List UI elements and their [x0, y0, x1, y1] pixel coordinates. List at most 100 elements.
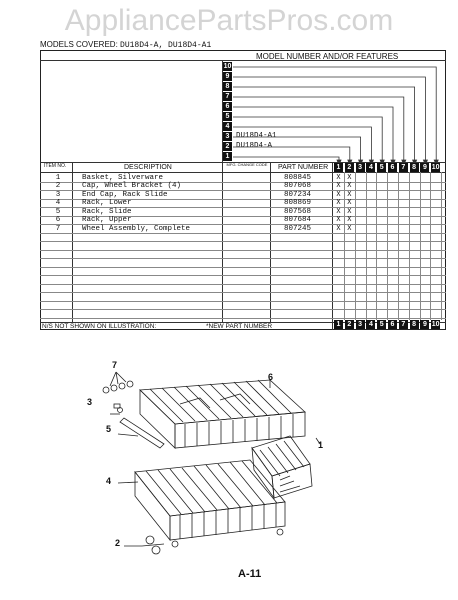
row-model-2-mark: X: [347, 182, 352, 190]
model-col-footer-6: 6: [388, 320, 397, 329]
row-description: Rack, Slide: [82, 207, 132, 216]
table-row-line: [40, 181, 446, 183]
footer-line: [40, 322, 446, 323]
model-col-header-5: 5: [377, 163, 387, 172]
row-part-number: 807684: [284, 216, 312, 224]
table-row-line: [40, 198, 446, 200]
ladder-connector-line: [233, 76, 426, 164]
models-covered-label: MODELS COVERED:: [40, 40, 118, 49]
row-model-2-mark: X: [347, 207, 352, 216]
table-row-line: [40, 317, 446, 319]
model-col-divider: [398, 172, 399, 320]
model-col-divider: [408, 172, 410, 320]
new-part-note: *NEW PART NUMBER: [206, 323, 273, 330]
table-row-line: [40, 241, 446, 242]
col-part-header: PART NUMBER: [278, 164, 329, 171]
model-col-divider: [430, 172, 432, 320]
model-col-divider: [344, 172, 345, 320]
ns-note: N/S NOT SHOWN ON ILLUSTRATION:: [42, 323, 157, 330]
row-description: Rack, Upper: [82, 216, 132, 224]
row-part-number: 807234: [284, 190, 312, 199]
col-description-header: DESCRIPTION: [124, 164, 172, 171]
ladder-connector-line: [233, 146, 351, 164]
row-item-number: 4: [55, 199, 61, 207]
title-divider: [40, 60, 446, 61]
header-bottom-line: [40, 172, 446, 173]
model-col-header-1: 1: [334, 163, 343, 172]
models-covered-value: DU18D4-A, DU18D4-A1: [120, 41, 212, 50]
row-item-number: 5: [55, 207, 61, 216]
row-model-1-mark: X: [336, 224, 341, 233]
col-item-header: ITEM NO.: [44, 163, 67, 169]
model-col-footer-7: 7: [398, 320, 408, 329]
callout-4: 4: [106, 476, 112, 486]
model-col-footer-9: 9: [420, 320, 430, 329]
row-model-2-mark: X: [347, 190, 352, 199]
row-part-number: 807568: [284, 207, 312, 216]
callout-1: 1: [318, 440, 324, 450]
model-col-divider: [441, 172, 443, 320]
table-row-line: [40, 232, 446, 234]
ladder-number: 1: [223, 152, 232, 161]
wheel-assembly-drawing: [102, 380, 134, 394]
row-model-1-mark: X: [336, 182, 341, 190]
ladder-arrow: [390, 159, 396, 167]
ladder-connector-line: [233, 86, 415, 164]
table-row-line: [40, 207, 446, 208]
table-row-line: [40, 224, 446, 225]
row-model-1-mark: X: [336, 190, 341, 199]
page-number: A-11: [238, 568, 262, 580]
col-mfg-header: MFG. CHANGE CODE: [226, 162, 268, 167]
watermark: AppliancePartsPros.com: [64, 4, 394, 37]
row-item-number: 6: [55, 216, 61, 224]
callout-7: 7: [112, 360, 118, 370]
ladder-connectors: [233, 66, 439, 167]
ladder-left-divider: [222, 60, 223, 162]
model-col-header-9: 9: [420, 163, 430, 172]
silverware-basket-drawing: [251, 435, 313, 500]
row-part-number: 808845: [284, 173, 312, 182]
model-col-footer-3: 3: [355, 320, 365, 329]
header-top-line: [40, 162, 446, 163]
model-col-header-3: 3: [355, 163, 365, 172]
callout-6: 6: [268, 372, 274, 382]
ladder-number: 7: [223, 92, 232, 101]
model-col-header-10: 10: [431, 163, 441, 172]
table-row-line: [40, 300, 446, 302]
ladder-number: 3: [223, 132, 232, 141]
model-col-header-8: 8: [409, 163, 419, 172]
rack-slide-drawing: [113, 403, 165, 449]
ladder-number: 9: [223, 72, 232, 81]
ladder-arrow: [422, 159, 428, 167]
ladder-connector-line: [233, 116, 383, 164]
row-item-number: 2: [55, 182, 61, 190]
row-description: Rack, Lower: [82, 199, 132, 207]
row-model-1-mark: X: [336, 216, 341, 224]
row-item-number: 3: [55, 190, 61, 199]
model-col-footer-1: 1: [334, 320, 343, 329]
row-model-2-mark: X: [347, 173, 352, 182]
ladder-connector-line: [233, 66, 437, 164]
row-model-2-mark: X: [347, 199, 352, 207]
table-row-line: [40, 266, 446, 268]
row-model-1-mark: X: [336, 173, 341, 182]
table-row-line: [40, 283, 446, 285]
model-col-divider: [376, 172, 378, 320]
row-model-2-mark: X: [347, 224, 352, 233]
ladder-number: 6: [223, 102, 232, 111]
row-model-2-mark: X: [347, 216, 352, 224]
upper-rack-drawing: [139, 379, 306, 449]
ladder-arrow: [379, 159, 385, 167]
ladder-arrow: [347, 159, 353, 167]
row-item-number: 7: [55, 224, 61, 233]
table-row-line: [40, 275, 446, 276]
model-col-footer-8: 8: [409, 320, 419, 329]
ladder-number: 5: [223, 112, 232, 121]
table-row-line: [40, 190, 446, 191]
models-covered: MODELS COVERED: DU18D4-A, DU18D4-A1: [40, 40, 211, 50]
ladder-arrow: [412, 159, 418, 167]
model-col-header-6: 6: [388, 163, 397, 172]
ladder-number: 4: [223, 122, 232, 131]
table-row-line: [40, 309, 446, 310]
row-part-number: 807245: [284, 224, 312, 233]
